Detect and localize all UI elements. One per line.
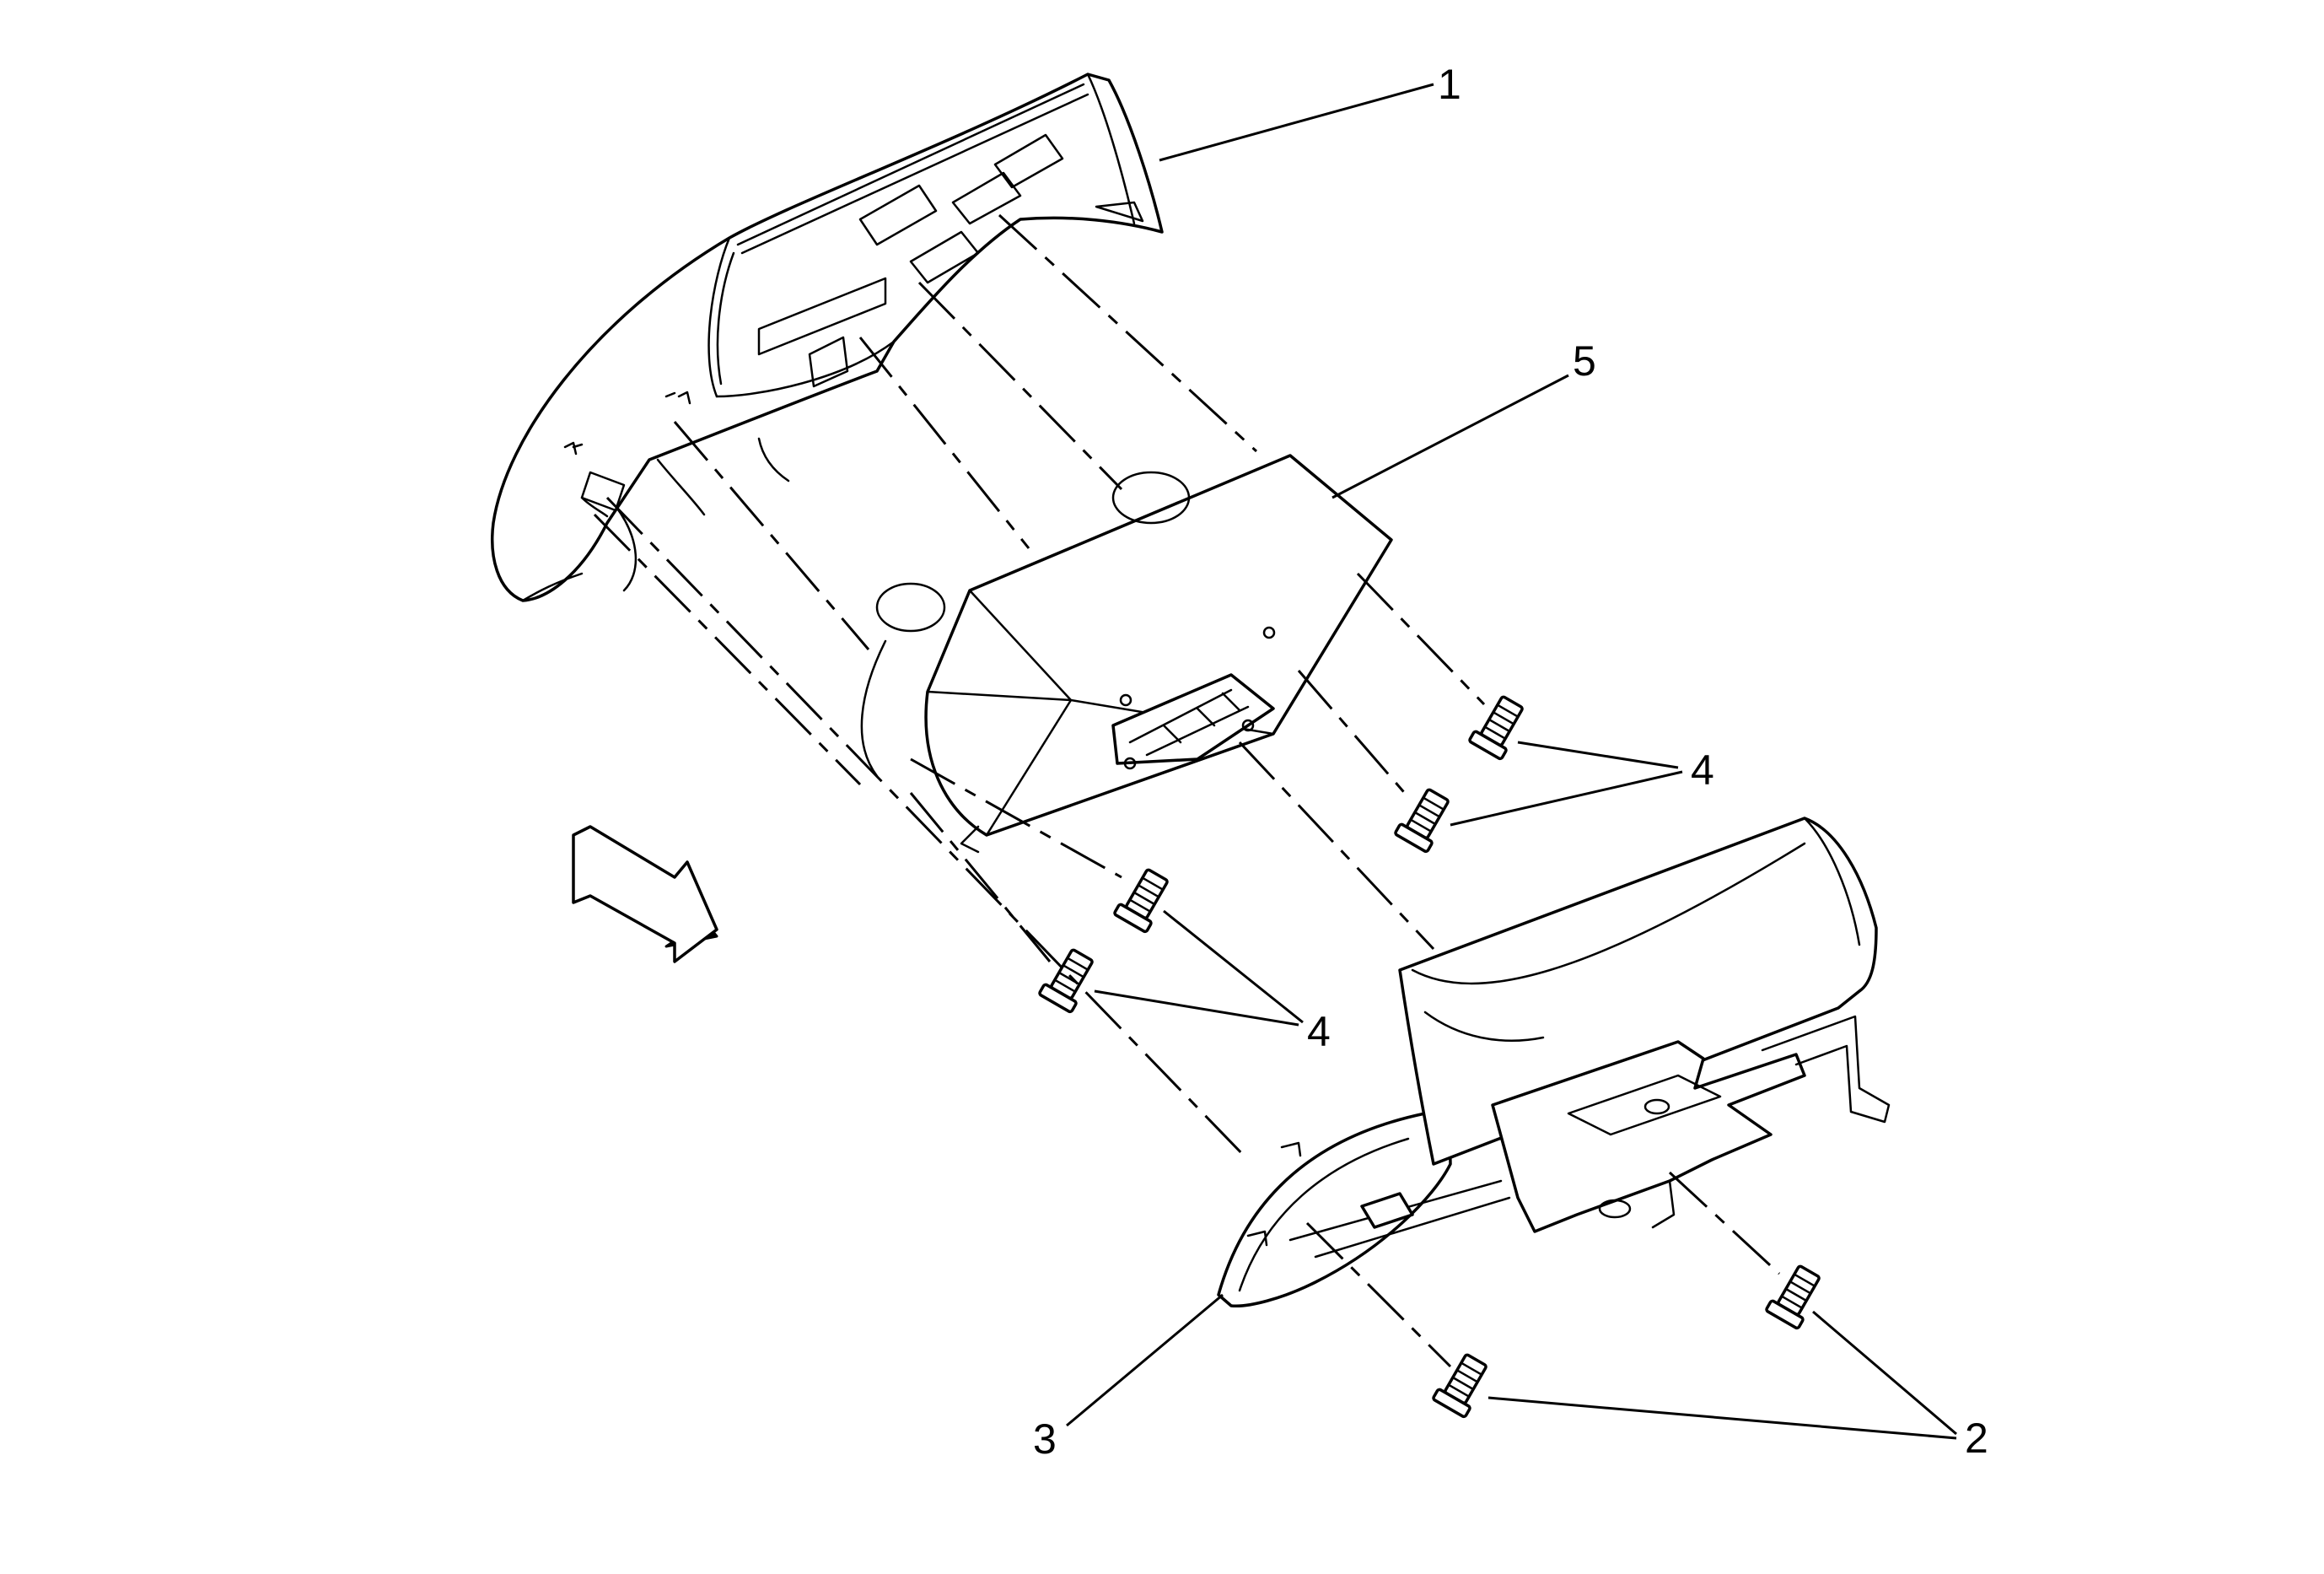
leader-4b-2 xyxy=(1094,989,1299,1027)
front-direction-arrow-icon xyxy=(572,825,718,963)
callout-4-lower: 4 xyxy=(1307,1008,1331,1055)
part-1-upper-trim-bezel xyxy=(491,73,1164,602)
callout-1: 1 xyxy=(1438,61,1461,108)
part-5-center-control-module xyxy=(860,454,1393,854)
leader-2-2 xyxy=(1487,1396,1957,1440)
bolt-4-upper-b xyxy=(1394,788,1450,854)
leader-3 xyxy=(1066,1293,1224,1427)
callout-3: 3 xyxy=(1033,1415,1057,1463)
lower-console-bracket xyxy=(1398,817,1891,1233)
callout-labels: 1 2 3 4 4 5 xyxy=(1033,61,1988,1463)
bolt-4-lower-b xyxy=(1038,948,1094,1014)
alignment-lines xyxy=(593,213,1781,1368)
leader-4a-1 xyxy=(1517,741,1679,769)
bolt-4-lower-a xyxy=(1113,868,1169,934)
leader-5 xyxy=(1331,374,1569,499)
callout-4-upper: 4 xyxy=(1691,747,1714,794)
leader-4b-1 xyxy=(1163,909,1304,1024)
fasteners xyxy=(1038,695,1821,1419)
leader-lines xyxy=(1066,83,1957,1440)
part-3-lower-trim-plate xyxy=(1217,1112,1511,1307)
leader-2-1 xyxy=(1812,1310,1957,1436)
leader-4a-2 xyxy=(1450,770,1683,827)
bolt-4-upper-a xyxy=(1468,695,1524,761)
leader-1 xyxy=(1159,83,1434,162)
bolt-2-b xyxy=(1432,1353,1487,1419)
callout-5: 5 xyxy=(1573,337,1596,385)
callout-2: 2 xyxy=(1965,1415,1988,1462)
bolt-2-a xyxy=(1765,1264,1821,1330)
